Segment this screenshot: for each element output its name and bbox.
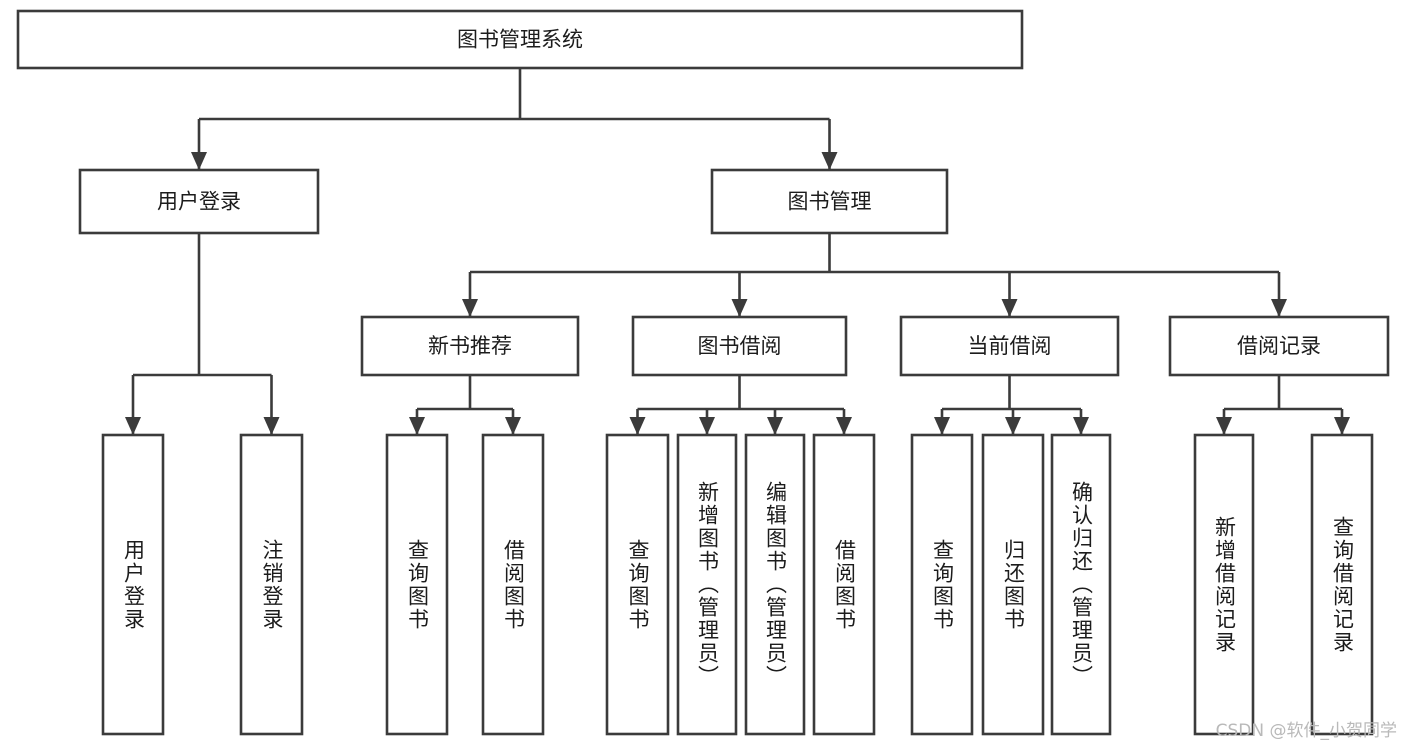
node-box-book-borrow[interactable]	[631, 315, 848, 377]
node-box-leaf-add-book[interactable]	[676, 433, 738, 736]
arrow-head-icon-leaf-return-book	[1005, 417, 1021, 435]
node-box-leaf-query-book-3[interactable]	[910, 433, 974, 736]
node-boxes-layer	[16, 9, 1390, 736]
node-box-leaf-user-login[interactable]	[101, 433, 165, 736]
arrow-head-icon-new-book-rec	[462, 299, 478, 317]
node-box-leaf-return-book[interactable]	[981, 433, 1045, 736]
node-label-book-borrow: 图书借阅	[698, 334, 782, 358]
node-box-leaf-query-book-1[interactable]	[385, 433, 449, 736]
node-label-borrow-record: 借阅记录	[1237, 334, 1321, 358]
arrow-head-icon-leaf-confirm-return	[1073, 417, 1089, 435]
arrow-head-icon-book-manage	[821, 152, 838, 170]
node-box-current-borrow[interactable]	[899, 315, 1120, 377]
node-box-leaf-query-book-2[interactable]	[605, 433, 670, 736]
arrow-head-icon-leaf-query-book-3	[934, 417, 950, 435]
arrow-head-icon-leaf-add-record	[1216, 417, 1232, 435]
node-box-leaf-query-record[interactable]	[1310, 433, 1374, 736]
node-label-new-book-rec: 新书推荐	[428, 334, 512, 358]
arrow-head-icon-borrow-record	[1271, 299, 1287, 317]
node-label-book-manage: 图书管理	[788, 190, 872, 214]
node-box-leaf-confirm-return[interactable]	[1050, 433, 1112, 736]
connector-links-layer	[125, 68, 1350, 435]
node-box-leaf-borrow-book-2[interactable]	[812, 433, 876, 736]
arrow-head-icon-leaf-query-book-1	[409, 417, 425, 435]
node-label-root: 图书管理系统	[457, 28, 583, 52]
node-box-leaf-borrow-book-1[interactable]	[481, 433, 545, 736]
node-box-book-manage[interactable]	[710, 168, 949, 235]
node-box-user-login[interactable]	[78, 168, 320, 235]
arrow-head-icon-user-login	[191, 152, 207, 170]
arrow-head-icon-current-borrow	[1001, 299, 1018, 317]
arrow-head-icon-leaf-borrow-book-2	[836, 417, 852, 435]
arrow-head-icon-leaf-logout	[263, 417, 280, 435]
node-box-leaf-logout[interactable]	[239, 433, 304, 736]
node-label-current-borrow: 当前借阅	[968, 334, 1052, 358]
arrow-head-icon-leaf-query-record	[1334, 417, 1350, 435]
node-box-leaf-edit-book[interactable]	[744, 433, 806, 736]
node-box-root[interactable]	[16, 9, 1024, 70]
csdn-watermark: CSDN @软件_小贺同学	[1215, 721, 1397, 741]
arrow-head-icon-leaf-user-login	[125, 417, 141, 435]
arrow-head-icon-leaf-add-book	[699, 417, 715, 435]
node-label-user-login: 用户登录	[157, 190, 241, 214]
arrow-head-icon-leaf-query-book-2	[629, 417, 646, 435]
node-box-leaf-add-record[interactable]	[1193, 433, 1255, 736]
arrow-head-icon-leaf-borrow-book-1	[505, 417, 521, 435]
arrow-head-icon-leaf-edit-book	[767, 417, 783, 435]
arrow-head-icon-book-borrow	[731, 299, 748, 317]
node-box-borrow-record[interactable]	[1168, 315, 1390, 377]
node-box-new-book-rec[interactable]	[360, 315, 580, 377]
